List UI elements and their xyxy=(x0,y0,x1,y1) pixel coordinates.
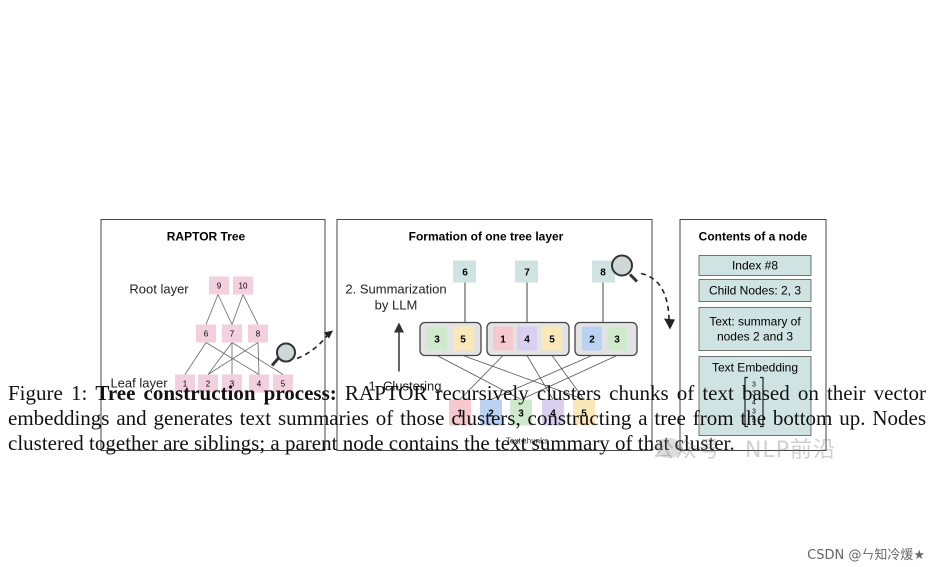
cluster-chunks: 3 5 1 4 5 2 3 xyxy=(427,326,627,351)
summarization-label-2: by LLM xyxy=(375,298,418,313)
tree-node xyxy=(273,374,293,393)
cluster-chunk-label: 4 xyxy=(524,335,530,346)
cluster-chunk-label: 2 xyxy=(589,335,595,346)
cluster-chunk-label: 5 xyxy=(549,335,555,346)
cluster-chunk xyxy=(493,326,513,351)
tree-node-label: 7 xyxy=(230,330,235,339)
parent-node-label: 8 xyxy=(600,268,606,279)
text-chunk xyxy=(480,399,502,426)
magnifier-icon xyxy=(611,254,639,283)
text-chunk-label: 5 xyxy=(581,409,587,420)
parent-links xyxy=(464,282,604,323)
tree-node-label: 9 xyxy=(217,282,222,291)
caption-text: RAPTOR recursively clusters chunks of te… xyxy=(8,381,927,455)
vector-value: 3 xyxy=(752,409,756,416)
tree-node xyxy=(248,324,268,343)
parent-node-label: 7 xyxy=(524,268,530,279)
cluster-chunk xyxy=(427,326,447,351)
text-chunk-label: 3 xyxy=(518,409,524,420)
cluster-chunk xyxy=(607,326,627,351)
text-chunk-label: 2 xyxy=(488,409,494,420)
vector-value: 5 xyxy=(752,418,756,425)
tree-node-label: 8 xyxy=(256,330,261,339)
tree-node-label: 4 xyxy=(257,380,262,389)
formation-title: Formation of one tree layer xyxy=(409,230,564,244)
dashed-arrow xyxy=(296,330,333,360)
tree-title: RAPTOR Tree xyxy=(167,230,246,244)
embedding-title: Text Embedding xyxy=(712,361,798,375)
leaf-nodes: 1 2 3 4 5 xyxy=(175,374,293,393)
parent-node-label: 6 xyxy=(462,268,468,279)
tree-node xyxy=(249,374,269,393)
cluster-chunk-label: 3 xyxy=(434,335,440,346)
tree-node xyxy=(175,374,195,393)
cluster-chunk xyxy=(542,326,562,351)
cluster-chunk-label: 3 xyxy=(614,335,620,346)
summarization-label: 2. Summarization xyxy=(345,282,446,297)
tree-node-label: 5 xyxy=(281,380,286,389)
summary-box xyxy=(698,307,812,351)
tree-node xyxy=(209,276,229,295)
index-box xyxy=(698,255,812,276)
credit-text: CSDN @ㄣ知冷煖★ xyxy=(807,548,925,563)
cluster-chunk xyxy=(582,326,602,351)
tree-node-label: 10 xyxy=(239,282,248,291)
text-chunk xyxy=(542,399,564,426)
contents-title: Contents of a node xyxy=(699,230,808,244)
clustering-label: 1. Clustering xyxy=(369,379,442,394)
vector-value: 3 xyxy=(752,382,756,389)
magnifier-icon xyxy=(270,342,296,367)
root-layer-label: Root layer xyxy=(129,282,189,297)
parent-node xyxy=(453,260,476,283)
parent-node xyxy=(515,260,538,283)
watermark-logo-icon xyxy=(656,438,682,458)
chunk-links xyxy=(436,355,618,400)
text-chunk xyxy=(449,399,471,426)
summary-text-2: nodes 2 and 3 xyxy=(717,330,793,344)
text-chunk xyxy=(510,399,532,426)
text-chunk-label: 1 xyxy=(457,409,463,420)
figure-caption: Figure 1: Tree construction process: RAP… xyxy=(8,381,926,456)
cluster-chunk xyxy=(517,326,537,351)
parent-node xyxy=(592,260,615,283)
cluster-chunk-label: 1 xyxy=(500,335,506,346)
vector-value: 3 xyxy=(752,391,756,398)
summary-text: Text: summary of xyxy=(709,315,801,329)
embedding-box xyxy=(698,356,812,436)
dashed-arrow xyxy=(640,272,675,330)
parent-nodes: 6 7 8 xyxy=(453,260,615,283)
tree-node-label: 1 xyxy=(183,380,188,389)
tree-edges xyxy=(184,294,284,375)
leaf-layer-label: Leaf layer xyxy=(110,376,168,391)
tree-node-label: 6 xyxy=(204,330,209,339)
embedding-vector: 3 3 4 3 5 xyxy=(752,382,756,425)
cluster-chunk-label: 5 xyxy=(460,335,466,346)
caption-label: Figure 1: xyxy=(8,381,88,405)
index-text: Index #8 xyxy=(732,259,778,273)
mid-nodes: 6 7 8 xyxy=(196,324,268,343)
vector-brackets xyxy=(744,376,764,428)
tree-node-label: 2 xyxy=(206,380,211,389)
children-box xyxy=(698,279,812,302)
tree-node xyxy=(198,374,218,393)
text-chunks-label: Text chunks xyxy=(506,437,548,446)
tree-node xyxy=(222,374,242,393)
tree-node xyxy=(196,324,216,343)
children-text: Child Nodes: 2, 3 xyxy=(709,284,801,298)
tree-node xyxy=(222,324,242,343)
text-chunks: 1 2 3 4 5 xyxy=(449,399,595,426)
caption-bold: Tree construction process: xyxy=(95,381,337,405)
tree-node-label: 3 xyxy=(230,380,235,389)
text-chunk xyxy=(573,399,595,426)
cluster-chunk xyxy=(453,326,473,351)
tree-node xyxy=(233,276,253,295)
up-arrow xyxy=(394,322,404,372)
watermark: 公众号 · NLP前沿 xyxy=(652,438,836,463)
root-nodes: 9 10 xyxy=(209,276,253,295)
text-chunk-label: 4 xyxy=(550,409,556,420)
vector-value: 4 xyxy=(752,400,756,407)
